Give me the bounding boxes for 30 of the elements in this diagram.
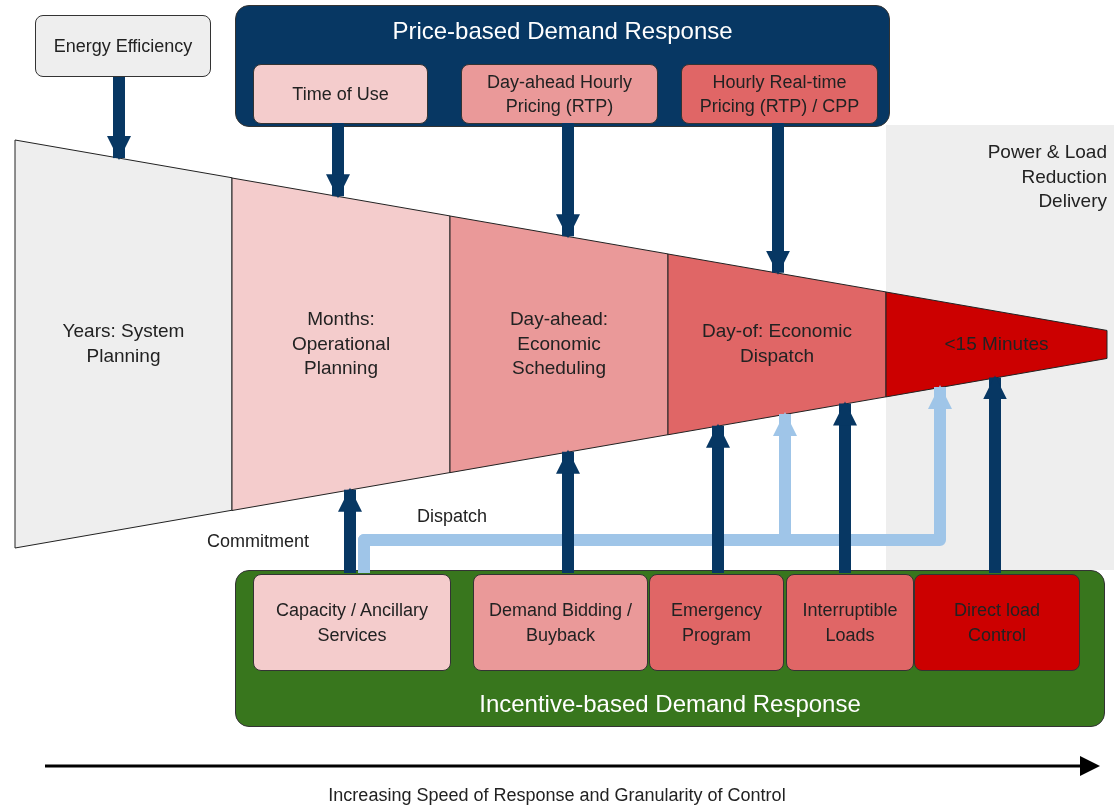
program-box: Emergency Program [649, 574, 784, 671]
arrow [766, 123, 790, 275]
group-title: Price-based Demand Response [391, 16, 734, 46]
stage-label: Day-of: Economic Dispatch [702, 319, 852, 368]
program-box: Day-ahead Hourly Pricing (RTP) [461, 64, 658, 124]
panel-heading: Power & Load Reduction Delivery [986, 140, 1107, 214]
program-box: Direct load Control [914, 574, 1080, 671]
arrow [338, 487, 362, 573]
program-box: Interruptible Loads [786, 574, 914, 671]
group-panel [235, 570, 1105, 727]
stage-label: Months: Operational Planning [290, 306, 392, 381]
stage-label: Years: System Planning [61, 319, 186, 368]
program-box: Hourly Real-time Pricing (RTP) / CPP [681, 64, 878, 124]
program-box: Capacity / Ancillary Services [253, 574, 451, 671]
stage-label: Day-ahead: Economic Scheduling [508, 306, 610, 381]
arrow [326, 123, 350, 199]
arrow [983, 375, 1007, 573]
delivery-panel [886, 125, 1114, 285]
program-box: Demand Bidding / Buyback [473, 574, 648, 671]
arrow [556, 123, 580, 239]
group-panel [235, 5, 890, 127]
arrow [107, 77, 131, 161]
group-title: Incentive-based Demand Response [478, 688, 862, 719]
input-box: Energy Efficiency [35, 15, 211, 77]
arrow [706, 423, 730, 573]
arrow [833, 401, 857, 573]
program-box: Time of Use [253, 64, 428, 124]
stage-label: <15 Minutes [943, 331, 1050, 356]
arrow [556, 449, 580, 573]
axis-caption: Increasing Speed of Response and Granularity of Control [327, 784, 787, 807]
